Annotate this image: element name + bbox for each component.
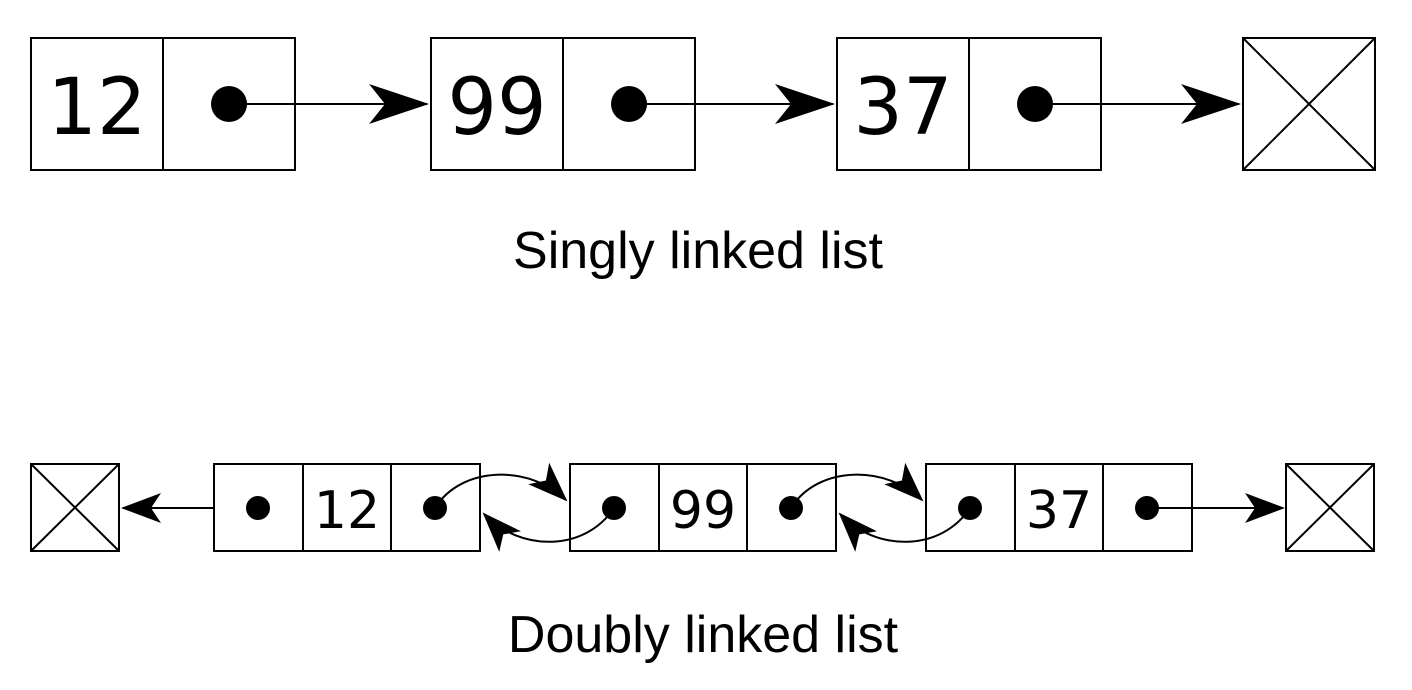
singly-null-terminator-icon [1242, 37, 1376, 171]
doubly-node-2-value: 99 [670, 481, 736, 541]
singly-node-3-value-cell [836, 37, 970, 171]
doubly-node-1-prev-pointer-dot [246, 496, 270, 520]
doubly-node-1-next-cell [390, 463, 481, 552]
singly-linked-list-caption: Singly linked list [513, 222, 883, 280]
doubly-null-terminator-left-icon [30, 463, 120, 552]
singly-node-3-value: 37 [853, 63, 952, 153]
doubly-next-link-1-to-2 [434, 462, 568, 509]
doubly-node-1 [213, 463, 481, 552]
singly-node-2-value: 99 [447, 63, 546, 153]
singly-node-1 [30, 37, 296, 171]
doubly-prev-link-2-to-1 [482, 507, 615, 552]
singly-node-1-value: 12 [47, 63, 146, 153]
doubly-node-3-value: 37 [1026, 481, 1092, 541]
doubly-node-2 [569, 463, 837, 552]
doubly-null-terminator-right-icon [1285, 463, 1375, 552]
doubly-prev-link-3-to-2 [838, 507, 971, 552]
doubly-linked-list-caption: Doubly linked list [508, 606, 899, 664]
doubly-node-2-next-cell [746, 463, 837, 552]
singly-linked-list: 12 99 37 [30, 37, 1376, 171]
singly-node-1-value-cell [30, 37, 164, 171]
doubly-next-link-2-to-3 [790, 462, 924, 509]
doubly-linked-list: 12 99 37 [30, 462, 1375, 552]
singly-node-2-value-cell [430, 37, 564, 171]
doubly-node-3-value-cell [1014, 463, 1104, 552]
doubly-node-1-value: 12 [314, 481, 380, 541]
doubly-node-1-value-cell [302, 463, 392, 552]
doubly-node-2-value-cell [658, 463, 748, 552]
